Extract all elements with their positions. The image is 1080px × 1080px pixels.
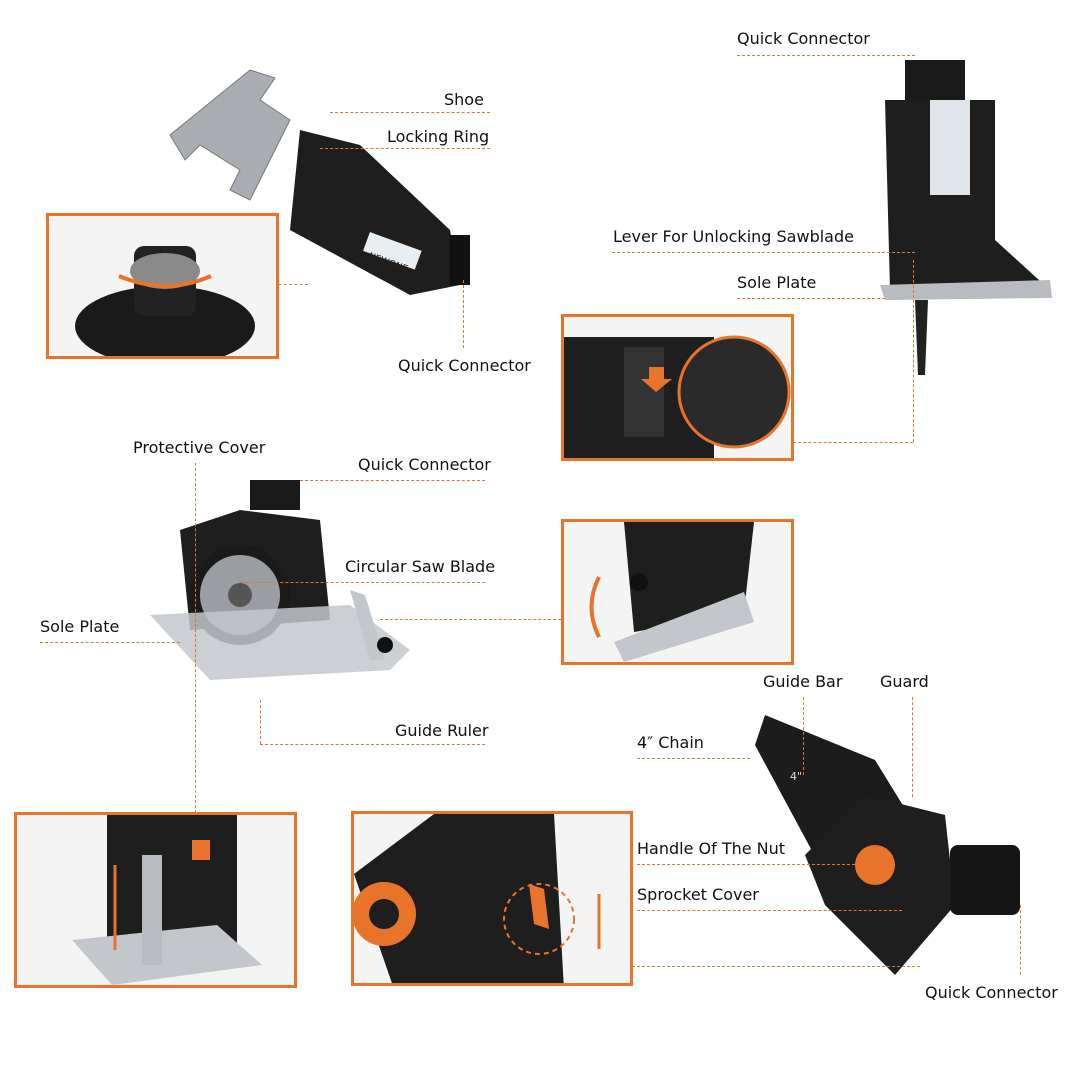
locking-ring-inset — [46, 213, 279, 359]
nut-handle-inset — [351, 811, 633, 986]
label-sole-plate-circular: Sole Plate — [40, 617, 120, 636]
unlock-lever-inset — [561, 314, 794, 461]
reciprocating-saw-image: NEWONE — [169, 69, 470, 295]
label-handle-of-nut: Handle Of The Nut — [637, 839, 786, 858]
circular-saw-image — [150, 480, 410, 680]
label-sole-plate-jigsaw: Sole Plate — [737, 273, 817, 292]
depth-adjust-inset — [14, 812, 297, 988]
jigsaw-image — [880, 60, 1052, 375]
label-circular-saw-blade: Circular Saw Blade — [345, 557, 496, 576]
bar-marking: 4" — [790, 770, 802, 783]
label-quick-connector-chainsaw: Quick Connector — [925, 983, 1058, 1002]
label-quick-connector-recip: Quick Connector — [398, 356, 531, 375]
label-quick-connector-circular: Quick Connector — [358, 455, 491, 474]
label-guide-bar: Guide Bar — [763, 672, 843, 691]
label-protective-cover: Protective Cover — [133, 438, 266, 457]
label-chain: 4″ Chain — [637, 733, 704, 752]
label-guard: Guard — [880, 672, 929, 691]
label-sprocket-cover: Sprocket Cover — [637, 885, 759, 904]
label-unlock-lever: Lever For Unlocking Sawblade — [613, 227, 854, 246]
label-shoe: Shoe — [444, 90, 484, 109]
label-locking-ring: Locking Ring — [387, 127, 490, 146]
bevel-angle-inset — [561, 519, 794, 665]
label-quick-connector-jigsaw: Quick Connector — [737, 29, 870, 48]
label-guide-ruler: Guide Ruler — [395, 721, 489, 740]
chainsaw-image: 4" — [755, 715, 1020, 975]
